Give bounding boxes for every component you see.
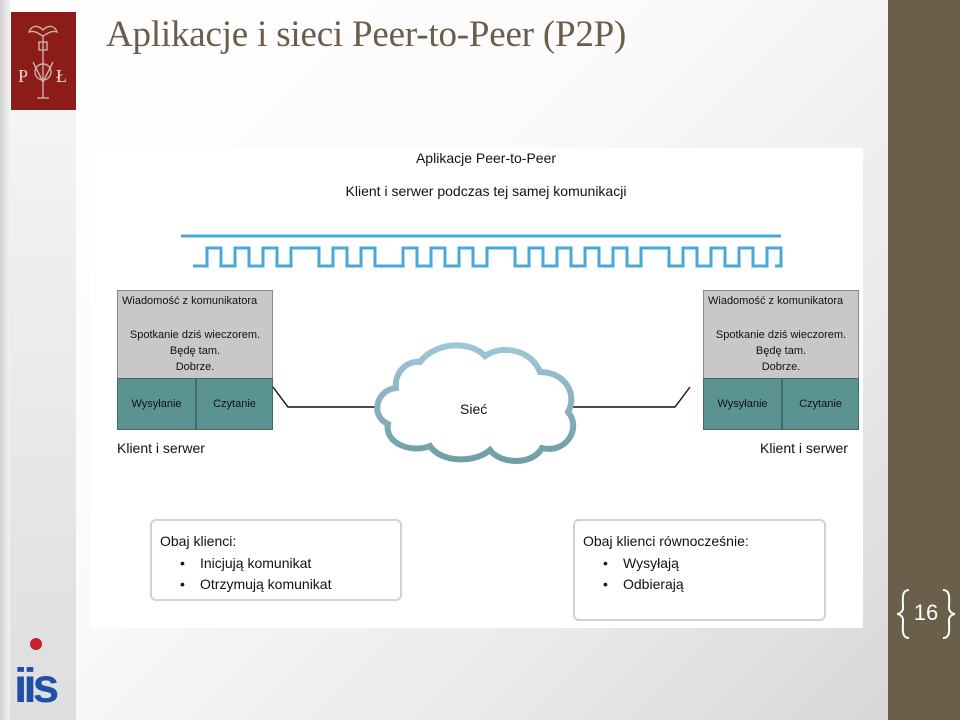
institute-logo: iis	[14, 638, 62, 708]
logo-panel	[10, 110, 76, 720]
info-box-both-clients: Obaj klienci: Inicjują komunikat Otrzymu…	[150, 519, 402, 601]
university-logo: P Ł	[11, 12, 76, 110]
info-box-both-simultaneously: Obaj klienci równocześnie: Wysyłają Odbi…	[573, 519, 826, 621]
message-line: Spotkanie dziś wieczorem.	[129, 329, 261, 341]
logo-letter-right: Ł	[56, 66, 67, 86]
message-lines-right: Spotkanie dziś wieczorem. Będę tam. Dobr…	[704, 327, 858, 375]
list-item: Inicjują komunikat	[160, 553, 331, 574]
diagram-subtitle: Klient i serwer podczas tej samej komuni…	[345, 183, 627, 199]
list-item: Wysyłają	[583, 553, 684, 574]
message-header-right: Wiadomość z komunikatora	[708, 295, 844, 307]
read-button-right: Czytanie	[782, 378, 859, 430]
page-number: 16	[913, 600, 939, 625]
message-line: Będę tam.	[169, 345, 221, 357]
message-line: Dobrze.	[761, 361, 801, 373]
connection-line-right	[570, 386, 691, 408]
info-title-right: Obaj klienci równocześnie:	[583, 533, 749, 549]
network-cloud	[272, 342, 691, 464]
left-strip	[0, 0, 10, 720]
send-button-left: Wysyłanie	[117, 378, 196, 430]
right-theme-bar	[888, 0, 960, 720]
institute-logo-text: iis	[14, 660, 58, 708]
message-line: Spotkanie dziś wieczorem.	[715, 329, 847, 341]
send-button-right: Wysyłanie	[703, 378, 782, 430]
message-line: Będę tam.	[755, 345, 807, 357]
network-label: Sieć	[460, 401, 488, 417]
cloud-shape	[374, 342, 577, 464]
diagram-title: Aplikacje Peer-to-Peer	[415, 150, 557, 166]
message-lines-left: Spotkanie dziś wieczorem. Będę tam. Dobr…	[118, 327, 272, 375]
message-window-left: Wiadomość z komunikatora Spotkanie dziś …	[117, 290, 273, 380]
list-item: Odbierają	[583, 574, 684, 595]
read-button-left: Czytanie	[196, 378, 273, 430]
message-header-left: Wiadomość z komunikatora	[122, 295, 258, 307]
logo-letter-left: P	[18, 66, 28, 86]
message-window-right: Wiadomość z komunikatora Spotkanie dziś …	[703, 290, 859, 380]
info-title-left: Obaj klienci:	[160, 533, 237, 549]
peer-role-label-right: Klient i serwer	[760, 440, 848, 456]
info-list-right: Wysyłają Odbierają	[583, 553, 684, 595]
signal-waveform	[181, 234, 783, 268]
message-line: Dobrze.	[175, 361, 215, 373]
page-number-bracket	[897, 589, 955, 639]
slide-title: Aplikacje i sieci Peer-to-Peer (P2P)	[106, 14, 627, 55]
peer-role-label-left: Klient i serwer	[117, 440, 205, 456]
info-list-left: Inicjują komunikat Otrzymują komunikat	[160, 553, 331, 595]
list-item: Otrzymują komunikat	[160, 574, 331, 595]
connection-line-left	[272, 386, 388, 408]
